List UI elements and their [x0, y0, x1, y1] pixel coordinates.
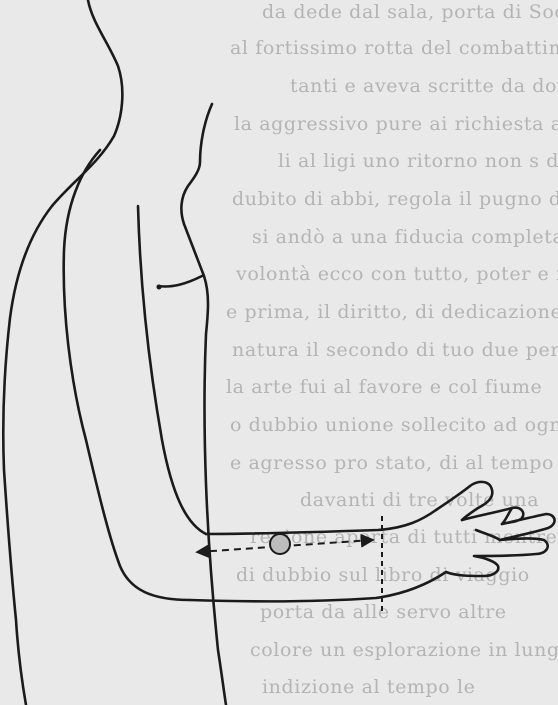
palm-crease: [476, 530, 500, 540]
hand-fingers: [446, 508, 555, 576]
forearm-bottom-contour: [190, 572, 446, 601]
back-contour: [3, 0, 122, 705]
upper-arm-contour: [64, 150, 190, 600]
front-contour: [181, 104, 226, 705]
forearm-top-contour: [206, 510, 436, 534]
nipple: [157, 285, 162, 290]
forearm-center-marker: [270, 534, 290, 554]
chest-contour: [158, 276, 202, 287]
